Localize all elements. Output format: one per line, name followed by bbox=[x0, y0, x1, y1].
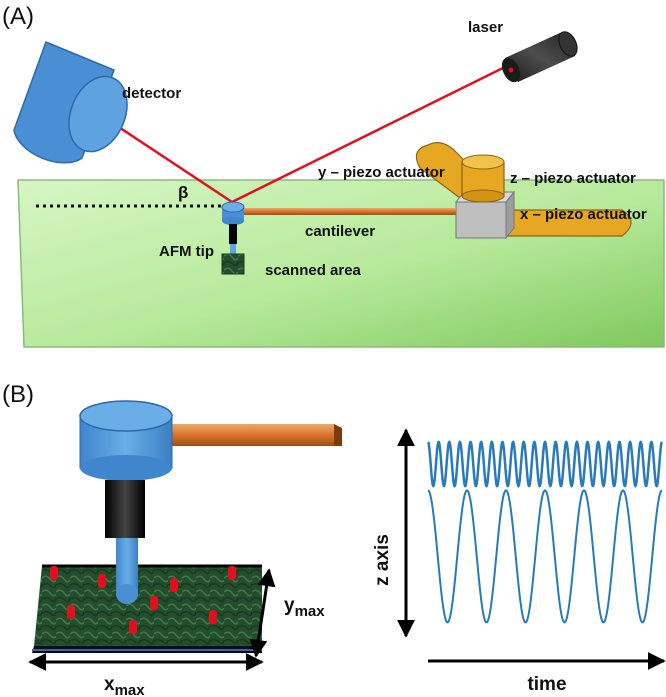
afm-tip-label: AFM tip bbox=[159, 243, 214, 260]
panel-b-tag: (B) bbox=[2, 381, 34, 408]
laser-beam-incident bbox=[231, 60, 516, 204]
y-max-label: ymax bbox=[284, 595, 325, 620]
z-piezo-label: z – piezo actuator bbox=[510, 170, 636, 187]
z-axis-label: z axis bbox=[372, 534, 393, 586]
cantilever bbox=[238, 208, 456, 215]
x-piezo-label: x – piezo actuator bbox=[520, 206, 647, 223]
sample-plate bbox=[32, 564, 262, 653]
cantilever-label: cantilever bbox=[305, 223, 375, 240]
panel-a-tag: (A) bbox=[2, 3, 34, 30]
signal-plot bbox=[427, 440, 663, 624]
y-piezo-label: y – piezo actuator bbox=[318, 164, 445, 181]
afm-probe-small bbox=[221, 201, 245, 275]
laser-label: laser bbox=[468, 19, 503, 36]
detector-icon bbox=[13, 41, 128, 164]
scanned-area-label: scanned area bbox=[265, 262, 362, 279]
afm-probe-large bbox=[79, 400, 342, 604]
beta-label: β bbox=[178, 183, 188, 202]
sample-features bbox=[50, 566, 236, 634]
high-frequency-signal bbox=[427, 440, 663, 488]
low-frequency-signal bbox=[427, 489, 663, 624]
y-dimension-arrow bbox=[249, 568, 276, 658]
time-axis-label: time bbox=[527, 674, 566, 695]
x-max-label: xmax bbox=[104, 674, 145, 697]
detector-label: detector bbox=[122, 85, 181, 102]
piezo-actuator-assembly bbox=[415, 142, 632, 240]
laser-icon bbox=[501, 31, 578, 83]
